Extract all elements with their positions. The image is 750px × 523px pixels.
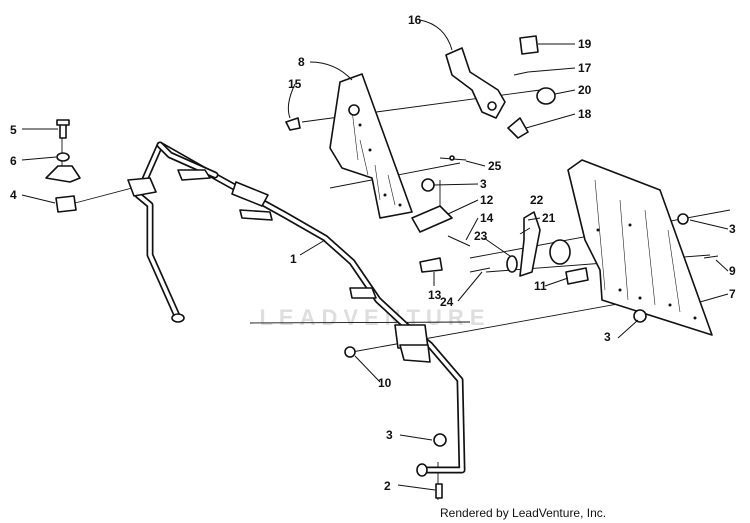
callout-15: 15 — [288, 77, 302, 91]
callout-21: 21 — [542, 211, 556, 225]
render-credit: Rendered by LeadVenture, Inc. — [440, 506, 607, 520]
callout-25: 25 — [488, 159, 502, 173]
hardware — [45, 35, 719, 499]
callout-17: 17 — [578, 61, 592, 75]
frame-tube — [127, 141, 466, 477]
callout-14: 14 — [480, 211, 494, 225]
callout-23: 23 — [474, 229, 488, 243]
callout-3-right-top: 3 — [729, 222, 736, 236]
callout-6: 6 — [10, 154, 17, 168]
callout-11: 11 — [534, 279, 547, 293]
callout-4: 4 — [10, 188, 17, 202]
callout-2: 2 — [384, 479, 391, 493]
callout-5: 5 — [10, 123, 17, 137]
watermark: LEADVENTURE — [259, 305, 491, 330]
callout-1: 1 — [290, 252, 297, 266]
leader-lines — [21, 19, 729, 491]
callout-8: 8 — [298, 55, 305, 69]
callout-3-right-bottom: 3 — [604, 330, 611, 344]
callout-16: 16 — [408, 13, 422, 27]
callout-3-lower: 3 — [386, 428, 393, 442]
left-side-plate — [329, 73, 413, 219]
right-side-plate — [567, 159, 713, 336]
callout-9: 9 — [729, 264, 736, 278]
callout-22: 22 — [530, 193, 544, 207]
callout-10: 10 — [378, 376, 392, 390]
callout-7: 7 — [729, 287, 736, 301]
upper-linkage-arm — [445, 47, 529, 139]
callout-19: 19 — [578, 37, 592, 51]
callout-13: 13 — [428, 288, 442, 302]
callout-20: 20 — [578, 83, 592, 97]
callout-12: 12 — [480, 193, 494, 207]
callout-labels: 1 2 3 3 3 3 4 5 6 7 8 9 10 11 12 13 14 1… — [10, 13, 736, 493]
callout-18: 18 — [578, 107, 592, 121]
callout-24: 24 — [440, 295, 454, 309]
callout-3-upper: 3 — [480, 177, 487, 191]
